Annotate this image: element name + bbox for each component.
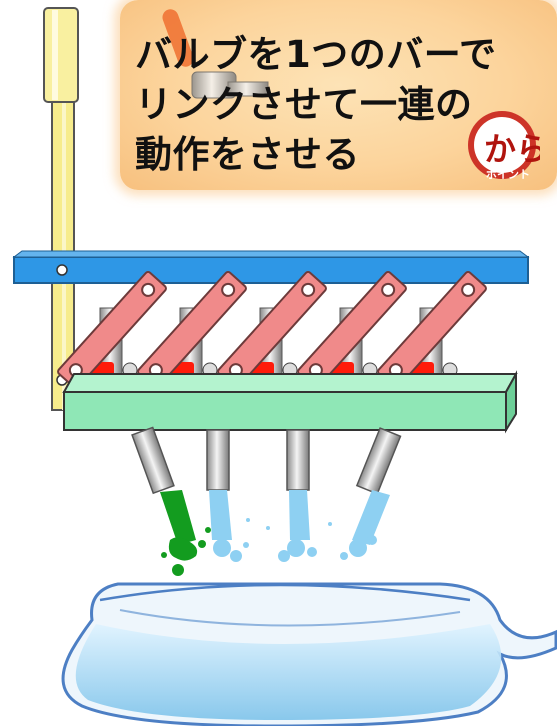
- caption-text: バルブを1つのバーで リンクさせて一連の 動作をさせる: [135, 33, 497, 176]
- green-stream: [160, 490, 211, 576]
- karakuri-point-badge: からくり ポイント: [468, 111, 540, 181]
- lever-rod[interactable]: [43, 7, 79, 411]
- valve-block: [62, 370, 518, 434]
- water-streams: [209, 490, 390, 562]
- caption-valve-image: [162, 9, 269, 99]
- badge-main-text: からくり: [484, 130, 540, 168]
- badge-sub-text: ポイント: [486, 167, 530, 181]
- nozzles: [131, 426, 402, 495]
- link-arms[interactable]: [57, 271, 487, 389]
- linkage-bar[interactable]: [13, 256, 529, 284]
- glass-pitcher: [61, 582, 557, 726]
